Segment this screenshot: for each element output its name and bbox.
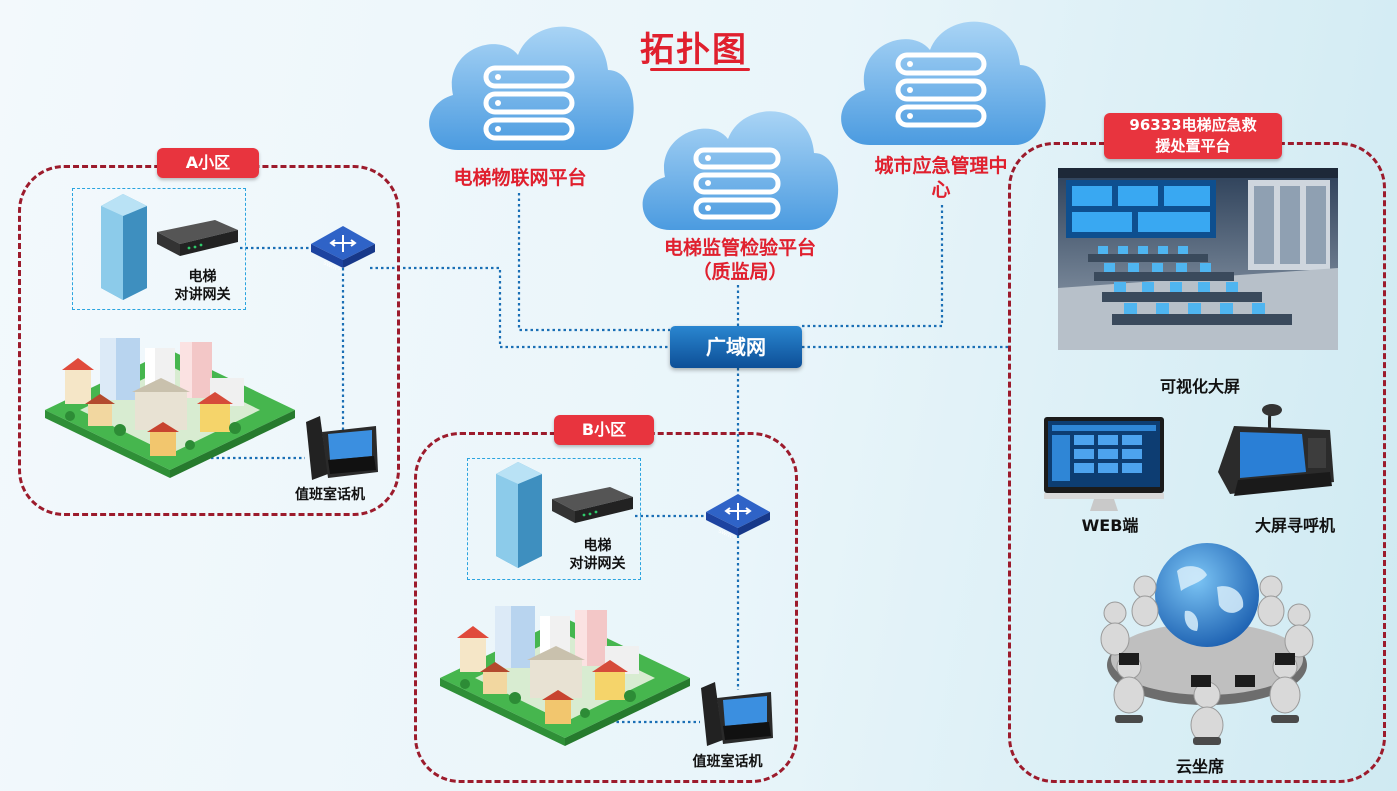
community-buildings-icon <box>440 606 690 746</box>
cloud-icon <box>841 21 1046 145</box>
zone-a-tag: A小区 <box>157 148 259 178</box>
cloud-icon <box>642 111 839 230</box>
supervision-platform-label: 电梯监管检验平台（质监局） <box>663 237 816 283</box>
zone-b-tag: B小区 <box>554 415 654 445</box>
switch-b-text: SWITCH <box>717 528 737 538</box>
wan-node: 广域网 <box>670 326 802 368</box>
desk-phone-icon <box>306 416 378 480</box>
pager-microphone-icon <box>1218 404 1334 496</box>
gateway-device-icon <box>552 487 633 523</box>
switch-a-text: SWITCH <box>322 260 342 270</box>
gateway-a-label: 电梯 对讲网关 <box>174 269 231 303</box>
iot-platform-label: 电梯物联网平台 <box>453 167 587 189</box>
link-zone-a <box>370 266 670 349</box>
control-room-image <box>1058 168 1338 350</box>
link-iot-platform <box>517 193 670 332</box>
elevator-icon <box>101 194 147 300</box>
phone-b-label: 值班室话机 <box>692 754 763 770</box>
screen-label: 可视化大屏 <box>1159 377 1240 396</box>
cloud-icon <box>429 26 634 150</box>
zone-b-gateway-box <box>467 458 641 580</box>
title-underline <box>650 68 750 71</box>
emergency-center-label: 城市应急管理中心 <box>874 155 1008 201</box>
gateway-b-label: 电梯 对讲网关 <box>569 538 626 572</box>
elevator-icon <box>496 462 542 568</box>
link-emergency-center <box>802 205 944 328</box>
switch-icon: SWITCH <box>311 226 375 270</box>
seats-label: 云坐席 <box>1175 757 1224 776</box>
community-buildings-icon <box>45 338 295 478</box>
platform-tag: 96333电梯应急救援处置平台 <box>1104 113 1282 159</box>
web-label: WEB端 <box>1081 516 1139 535</box>
cloud-seats-globe-icon <box>1100 543 1314 745</box>
page-title: 拓扑图 <box>640 30 748 70</box>
switch-icon: SWITCH <box>706 494 770 538</box>
monitor-icon <box>1044 417 1164 511</box>
desk-phone-icon <box>701 682 773 746</box>
phone-a-label: 值班室话机 <box>295 487 365 503</box>
pager-label: 大屏寻呼机 <box>1254 516 1335 535</box>
zone-a-gateway-box <box>72 188 246 310</box>
gateway-device-icon <box>157 220 238 256</box>
